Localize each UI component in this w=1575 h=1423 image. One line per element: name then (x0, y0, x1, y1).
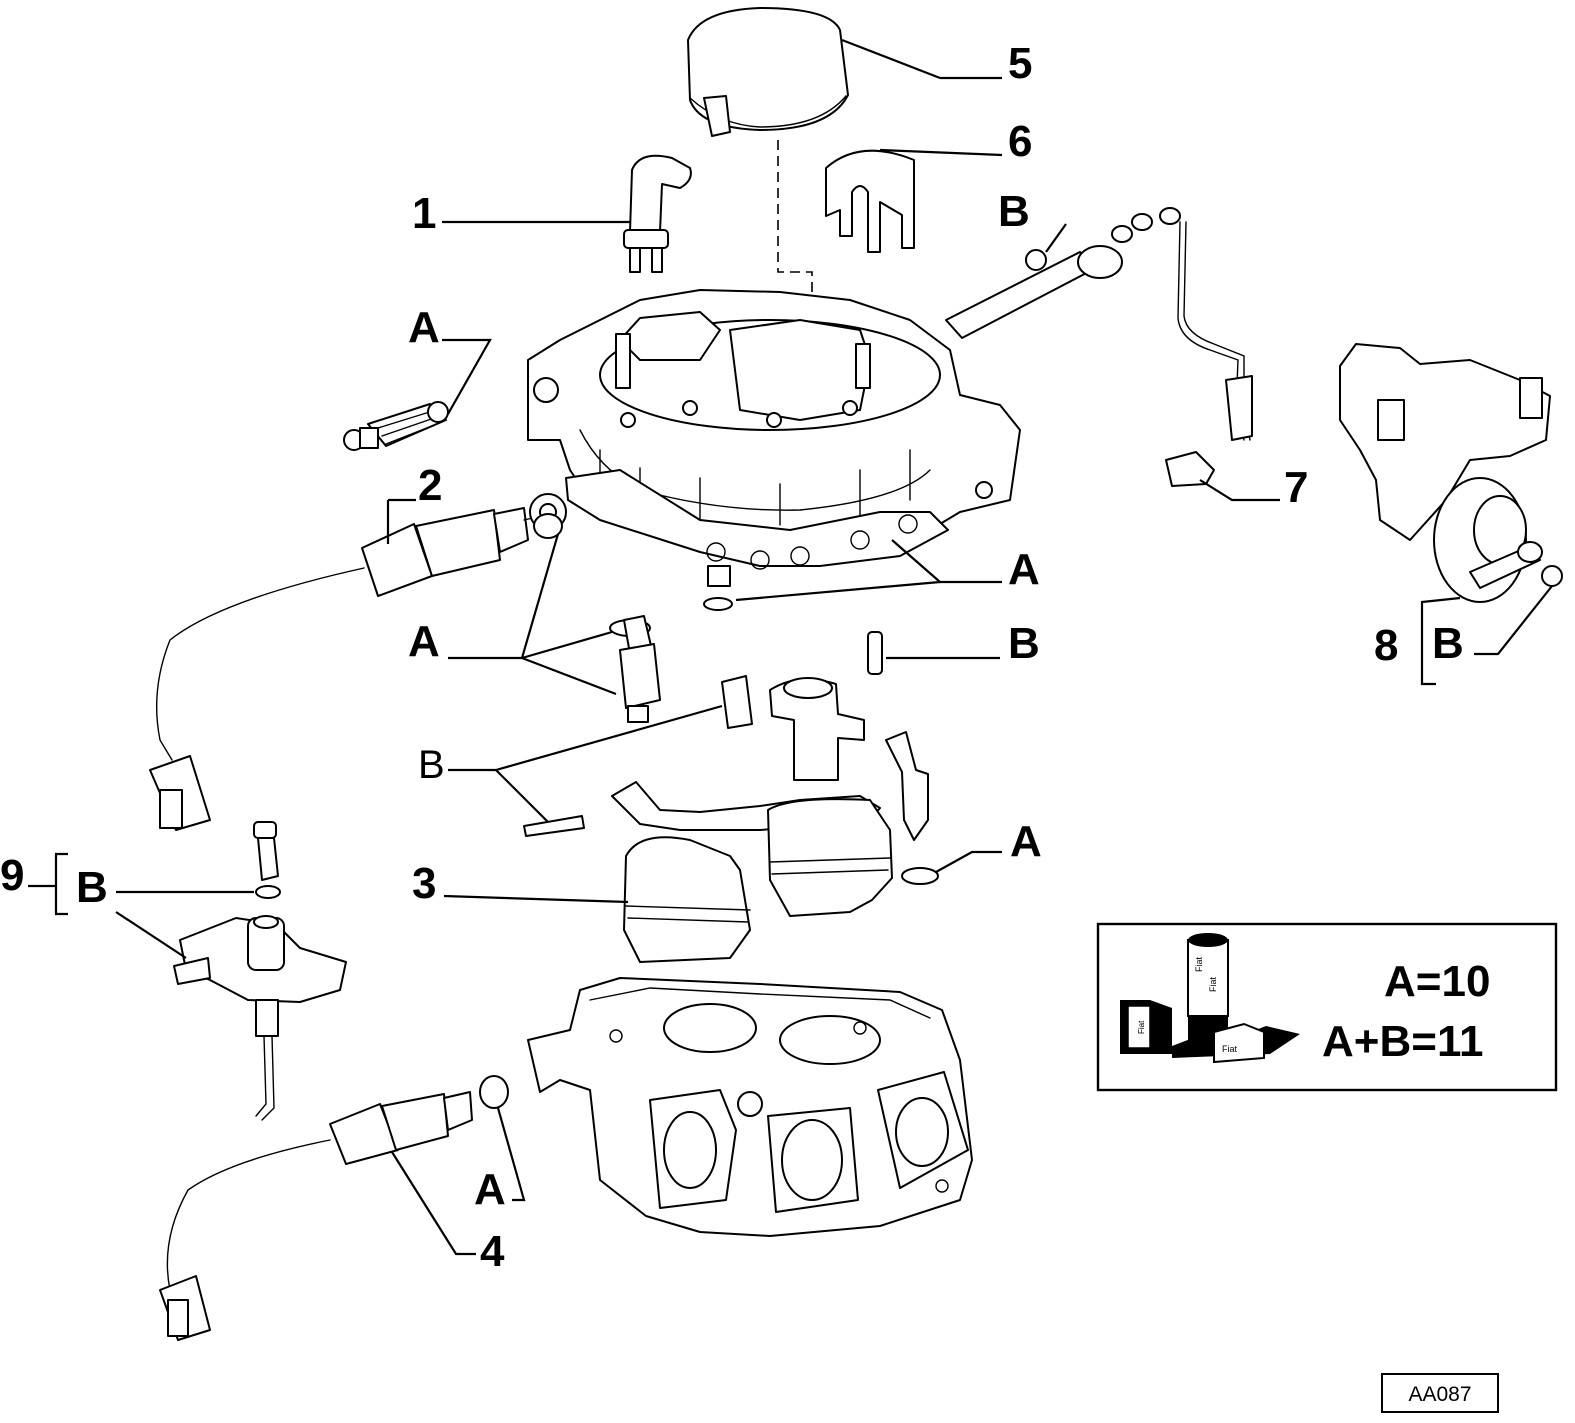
callout-b-pin: B (1008, 619, 1040, 668)
part-7-clip (1165, 451, 1280, 502)
legend-product-label-1: Fiat (1137, 1020, 1146, 1034)
fiat-lubricant-products-icon: Fiat Fiat Fiat Fiat (1120, 933, 1300, 1064)
part-1-elbow-fitting (442, 154, 692, 273)
throttle-shaft-linkage (945, 207, 1253, 441)
part-9-accelerator-pump (28, 821, 347, 1121)
part-3-float (443, 781, 893, 963)
needle-washer-a (901, 850, 1002, 885)
callout-3: 3 (412, 859, 436, 908)
pin-b (867, 631, 1000, 675)
part-2-cutoff-solenoid (149, 493, 567, 831)
callout-labels: 5 6 1 B A 2 7 A A B 8 B B A 9 B 3 A 4 (0, 39, 1464, 1276)
part-5-cover (687, 7, 1002, 137)
legend-product-label-4: Fiat (1222, 1044, 1238, 1054)
part-6-clip (825, 148, 1003, 253)
callout-5: 5 (1008, 39, 1032, 88)
callout-b-8: B (1432, 619, 1464, 668)
jet-and-washer-a (703, 539, 1002, 611)
figure-code: AA087 (1408, 1383, 1471, 1406)
carburetor-top-cover (527, 289, 1021, 541)
callout-a-jets: A (408, 617, 440, 666)
jets-washers-a (448, 513, 661, 723)
legend-product-label-3: Fiat (1208, 976, 1218, 992)
callout-6: 6 (1008, 117, 1032, 166)
legend-product-label-2: Fiat (1194, 956, 1204, 972)
callout-7: 7 (1284, 463, 1308, 512)
callout-8: 8 (1374, 621, 1398, 670)
top-cover-gasket (565, 469, 949, 570)
filter-screen-a (343, 338, 492, 451)
callout-4: 4 (480, 1227, 505, 1276)
part-4-solenoid (159, 1075, 526, 1341)
lubricant-legend: Fiat Fiat Fiat Fiat A=10 A+B=11 (1096, 922, 1558, 1092)
part-8-diaphragm-assembly (1339, 343, 1563, 686)
needle-valve-holder (769, 677, 929, 841)
callout-a-gasket: A (1008, 545, 1040, 594)
legend-line-2: A+B=11 (1322, 1017, 1483, 1066)
legend-frame (1096, 922, 1558, 1092)
callout-b-9: B (76, 863, 108, 912)
carburetor-body (527, 977, 973, 1237)
callout-9: 9 (0, 851, 24, 900)
callout-a-float: A (1010, 817, 1042, 866)
legend-line-1: A=10 (1384, 957, 1490, 1006)
callout-b-multi: B (418, 743, 445, 787)
callout-b-nut: B (998, 187, 1030, 236)
callout-a-filter: A (408, 303, 440, 352)
callout-1: 1 (412, 189, 436, 238)
callout-2: 2 (418, 461, 442, 510)
float-pin-b (448, 675, 753, 837)
callout-a-jet4: A (474, 1165, 506, 1214)
figure-code-box: AA087 (1381, 1373, 1499, 1413)
